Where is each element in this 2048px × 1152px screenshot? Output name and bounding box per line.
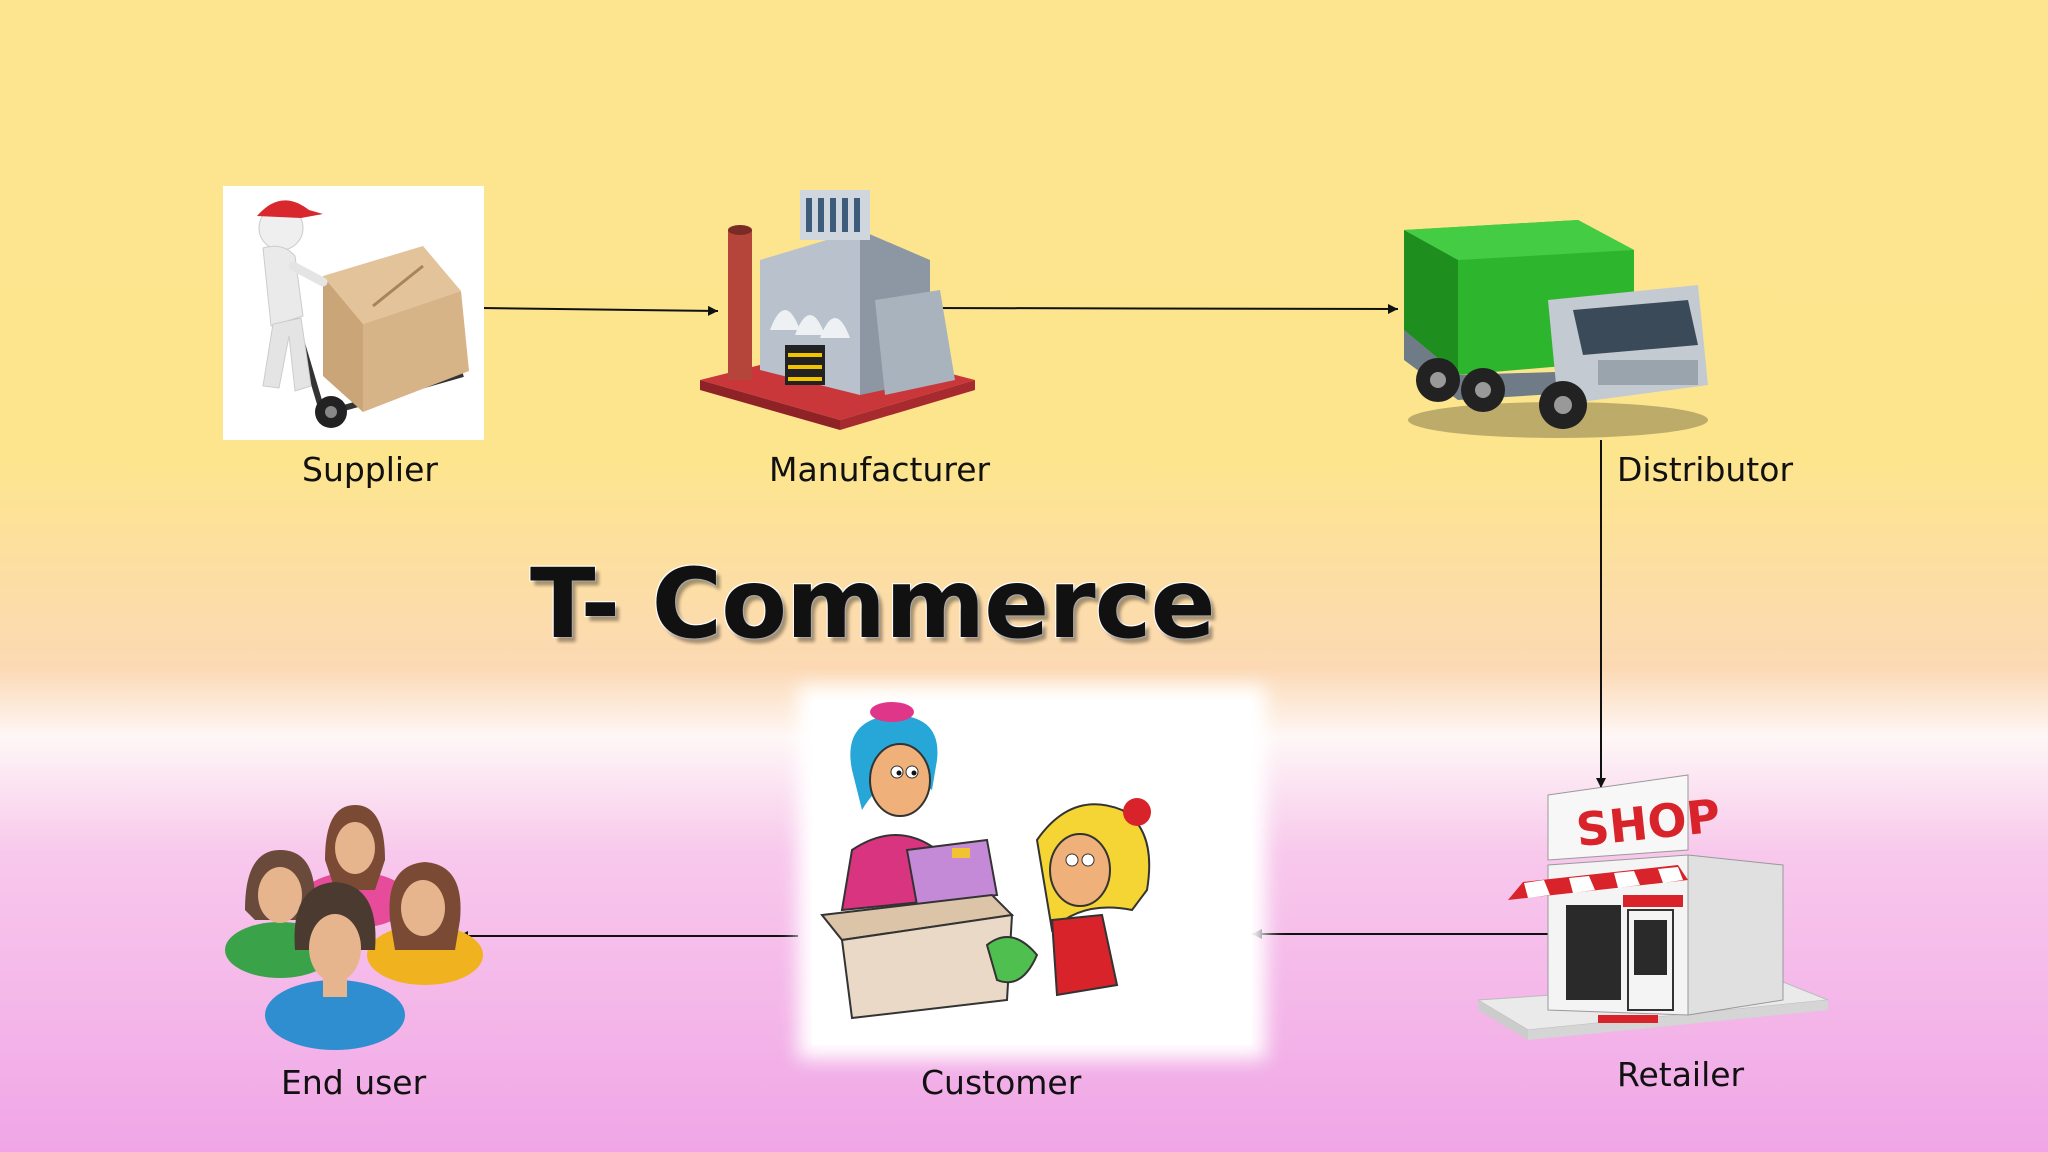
manufacturer-node (690, 180, 980, 430)
supplier-label: Supplier (302, 450, 438, 489)
customer-label: Customer (921, 1063, 1082, 1102)
delivery-worker-icon (257, 200, 469, 428)
people-group-icon (225, 805, 483, 1050)
enduser-node (225, 800, 485, 1050)
supplier-node (223, 186, 484, 440)
truck-icon (1404, 220, 1708, 438)
distributor-node (1398, 210, 1718, 450)
enduser-label: End user (281, 1063, 427, 1102)
factory-icon (700, 190, 975, 430)
arrow-supplier-to-manufacturer (481, 305, 719, 316)
retailer-label: Retailer (1617, 1055, 1745, 1094)
customer-node (812, 700, 1252, 1045)
arrow-manufacturer-to-distributor (927, 303, 1399, 314)
slide-title: T- Commerce (530, 548, 1216, 660)
distributor-label: Distributor (1617, 450, 1794, 489)
checkout-counter-icon (820, 702, 1151, 1020)
retailer-node: SHOP (1476, 770, 1830, 1052)
manufacturer-label: Manufacturer (769, 450, 991, 489)
shop-icon: SHOP (1476, 774, 1829, 1040)
